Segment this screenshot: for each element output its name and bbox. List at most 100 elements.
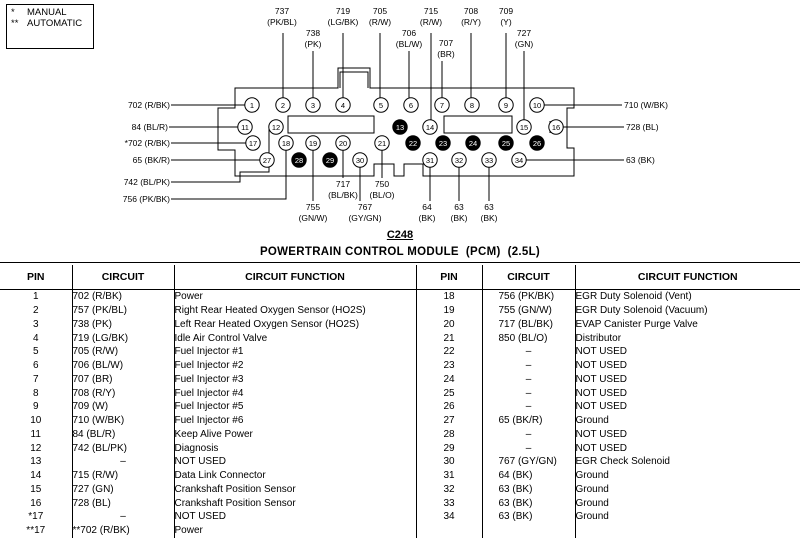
wire-label-p5: (R/W) [369,17,391,27]
header-circuit: CIRCUIT [72,265,175,290]
function-cell: EVAP Canister Purge Valve [575,318,698,330]
wire-labels: 737(PK/BL)738(PK)719(LG/BK)705(R/W)706(B… [123,6,668,223]
leader-line-p12 [171,127,270,183]
pin-number: 28 [295,156,303,165]
pin-17: 17 [245,135,261,151]
pin-number: 20 [339,139,347,148]
pin-number-cell: 10 [0,413,73,428]
circuit-cell: 756 (PK/BK) [482,289,576,304]
pin-number: 9 [504,101,508,110]
circuit-cell: 719 (LG/BK) [72,331,175,345]
circuit-cell: 64 (BK) [482,468,576,483]
pin-number-cell: 23 [416,358,483,373]
pin-21: 21 [374,135,390,151]
function-cell: Fuel Injector #1 [174,345,417,359]
wire-label-p15: (GN) [515,39,534,49]
pin-number: 11 [241,123,249,132]
pin-number-cell: 3 [0,317,73,332]
pin-number-cell: 19 [416,303,483,318]
leader-line-p18 [171,150,287,200]
pin-15: 15 [516,119,532,135]
pin-number: 23 [439,139,447,148]
pin-number: 2 [281,101,285,110]
legend-symbol: * [11,7,15,18]
function-cell: NOT USED [174,455,417,469]
function-cell: Diagnosis [174,441,417,455]
circuit-cell: 708 (R/Y) [72,386,175,400]
pin-number-cell: 32 [416,482,483,497]
pin-number: 33 [485,156,493,165]
pin-number: 24 [469,139,477,148]
circuit-cell: 767 (GY/GN) [482,455,576,469]
pin-number-cell: 30 [416,455,483,469]
function-cell: Ground [575,470,609,482]
connector-window-left [287,115,375,134]
pin-number-cell: 27 [416,413,483,428]
wire-label-p17: *702 (R/BK) [125,138,171,148]
function-cell: NOT USED [575,387,628,399]
pin-number-cell: 20 [416,317,483,332]
pin-number-cell: 28 [416,427,483,442]
function-cell: Fuel Injector #6 [174,413,417,428]
header-circuit-function: CIRCUIT FUNCTION [174,265,417,290]
pin-number-cell: 34 [416,510,483,524]
wire-label-p6: 706 [402,28,416,38]
pin-number-cell: 15 [0,482,73,497]
pin-number: 4 [341,101,345,110]
pin-25: 25 [498,135,514,151]
header-pin: PIN [416,265,483,290]
pin-12: 12 [268,119,284,135]
wire-label-p1: 702 (R/BK) [128,100,170,110]
circuit-cell: 727 (GN) [72,482,175,497]
pin-number: 25 [502,139,510,148]
circuit-cell: 706 (BL/W) [72,358,175,373]
wire-label-p19: 755 [306,202,320,212]
pin-number-cell: 29 [416,441,483,455]
legend-text: MANUAL [27,7,67,18]
function-cell: EGR Duty Solenoid (Vacuum) [575,305,708,317]
separator-line [0,262,800,263]
wire-label-p18: 756 (PK/BK) [123,194,170,204]
pin-number-cell: *17 [0,510,73,524]
header-circuit: CIRCUIT [482,265,576,290]
pin-9: 9 [498,97,514,113]
pin-11: 11 [237,119,253,135]
function-cell: Fuel Injector #5 [174,400,417,414]
wire-label-p3: 738 [306,28,320,38]
pin-number-cell: 33 [416,496,483,510]
pin-5: 5 [373,97,389,113]
connector-window-right [443,115,513,134]
pin-14: 14 [422,119,438,135]
pin-number-cell: 18 [416,289,483,304]
pin-number: 18 [282,139,290,148]
wire-label-p3: (PK) [305,39,322,49]
pin-number-cell: 8 [0,386,73,400]
connector-top-rib [339,71,369,88]
wire-label-p2: 737 [275,6,289,16]
circuit-cell: 728 (BL) [72,496,175,510]
pin-number: 1 [250,101,254,110]
pin-32: 32 [451,152,467,168]
pin-number-cell: **17 [0,523,73,538]
circuit-cell: 702 (R/BK) [72,289,175,304]
legend-box: * MANUAL ** AUTOMATIC [6,4,94,49]
function-cell: Power [174,523,417,538]
function-cell: EGR Check Solenoid [575,456,671,468]
pin-28: 28 [291,152,307,168]
pin-number-cell: 14 [0,468,73,483]
pin-number: 10 [533,101,541,110]
wire-label-p33: 63 [484,202,494,212]
pin-number-cell: 25 [416,386,483,400]
pin-number: 32 [455,156,463,165]
wire-label-p7: (BR) [437,49,455,59]
wire-label-p6: (BL/W) [396,39,423,49]
function-cell: NOT USED [575,360,628,372]
